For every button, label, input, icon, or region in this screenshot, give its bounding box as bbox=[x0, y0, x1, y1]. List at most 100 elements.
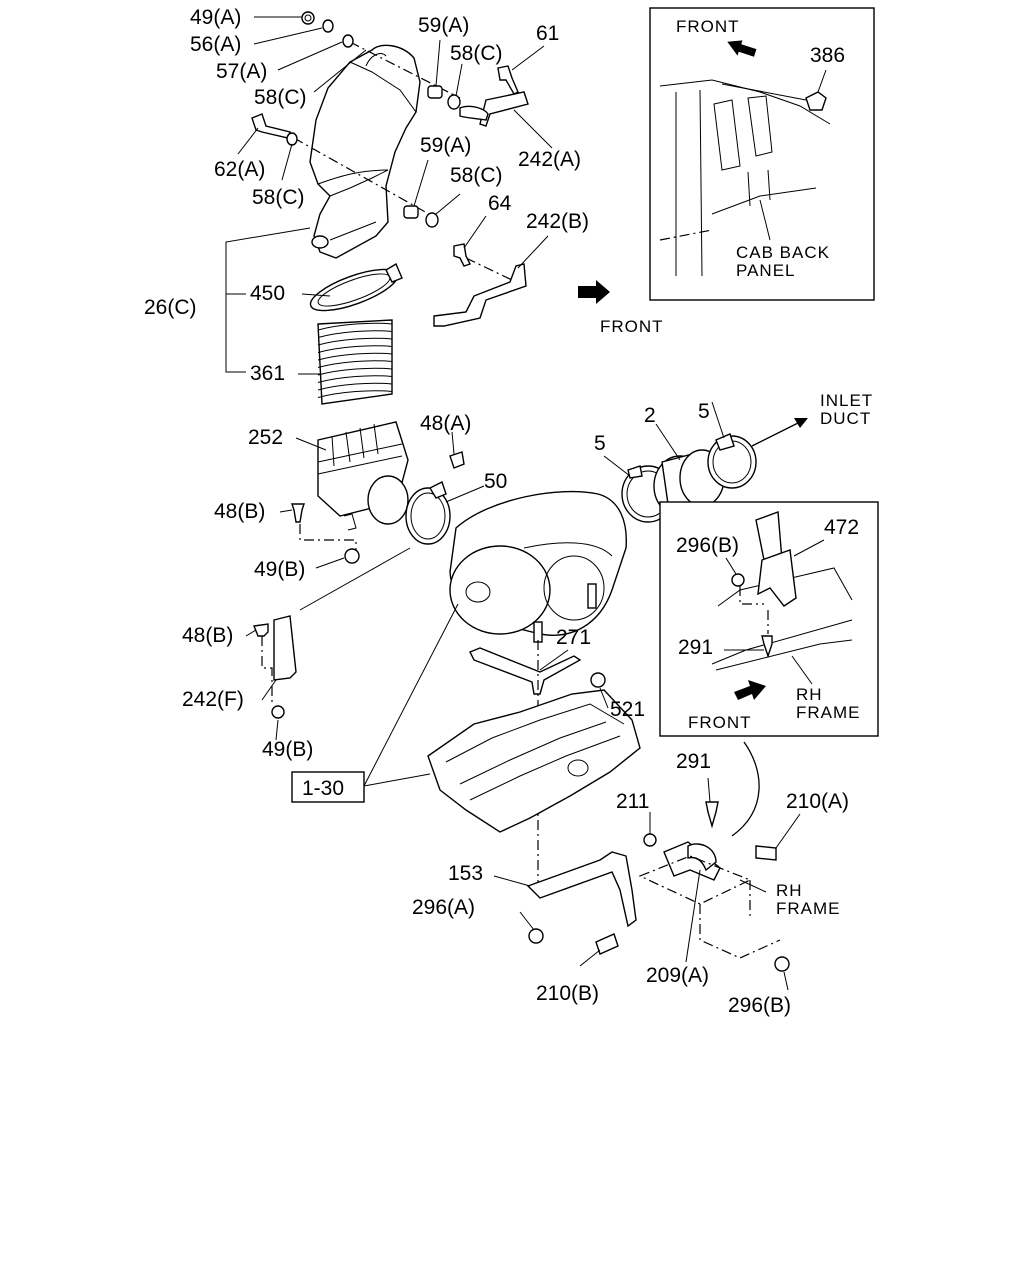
bolt-210a bbox=[755, 845, 777, 861]
annotation-notes: FRONT FRONT FRONT CAB BACK PANEL INLET D… bbox=[600, 17, 873, 918]
label-291-inset: 291 bbox=[678, 636, 713, 659]
note-inlet-2: DUCT bbox=[820, 409, 871, 428]
grommet-58c-3 bbox=[286, 132, 298, 146]
rh-frame-main bbox=[638, 855, 781, 959]
label-209a: 209(A) bbox=[646, 964, 709, 987]
label-49b-2: 49(B) bbox=[262, 738, 313, 761]
label-296b-main: 296(B) bbox=[728, 994, 791, 1017]
label-58c-1: 58(C) bbox=[254, 86, 307, 109]
washer-57a bbox=[342, 34, 354, 48]
bolt-386 bbox=[805, 91, 827, 111]
bellows-rib bbox=[317, 390, 393, 398]
label-472: 472 bbox=[824, 516, 859, 539]
bellows-rib bbox=[317, 337, 393, 346]
inlet-duct-arrow bbox=[751, 418, 808, 447]
label-62a: 62(A) bbox=[214, 158, 265, 181]
note-front-inset: FRONT bbox=[676, 17, 740, 36]
label-296b-inset: 296(B) bbox=[676, 534, 739, 557]
nut-49b-1 bbox=[344, 548, 360, 564]
label-386: 386 bbox=[810, 44, 845, 67]
bracket-153 bbox=[526, 851, 637, 928]
label-5-left: 5 bbox=[594, 432, 606, 455]
note-front-inset2: FRONT bbox=[688, 713, 752, 732]
label-57a: 57(A) bbox=[216, 60, 267, 83]
label-242a: 242(A) bbox=[518, 148, 581, 171]
note-rh-frame-inset-1: RH bbox=[796, 685, 823, 704]
bracket-209a bbox=[663, 841, 721, 881]
label-50: 50 bbox=[484, 470, 507, 493]
base-tray bbox=[427, 689, 641, 833]
nut-49b-2 bbox=[271, 705, 285, 719]
label-211: 211 bbox=[616, 790, 649, 813]
bellows-rib bbox=[317, 382, 393, 391]
label-58c-2: 58(C) bbox=[450, 42, 503, 65]
bellows-rib bbox=[317, 375, 393, 383]
nut-296a bbox=[528, 928, 544, 944]
nut-49a bbox=[301, 11, 315, 25]
note-cab-back-1: CAB BACK bbox=[736, 243, 830, 262]
bracket-242a bbox=[459, 91, 529, 127]
label-64: 64 bbox=[488, 192, 512, 215]
bolt-210b bbox=[595, 933, 619, 955]
bracket-242b bbox=[433, 257, 527, 327]
label-49b-1: 49(B) bbox=[254, 558, 305, 581]
label-48a: 48(A) bbox=[420, 412, 471, 435]
label-2: 2 bbox=[644, 404, 656, 427]
bolt-48a bbox=[449, 451, 465, 469]
mount-bracket-271 bbox=[469, 647, 582, 695]
label-26c: 26(C) bbox=[144, 296, 197, 319]
label-521: 521 bbox=[610, 698, 645, 721]
bellows-rib bbox=[317, 360, 393, 368]
label-58c-4: 58(C) bbox=[450, 164, 503, 187]
label-153: 153 bbox=[448, 862, 483, 885]
nut-211 bbox=[643, 833, 657, 847]
note-cab-back-2: PANEL bbox=[736, 261, 796, 280]
bellows-rib bbox=[317, 345, 393, 353]
grommet-58c-2 bbox=[447, 94, 461, 110]
inset-rh-frame bbox=[659, 501, 879, 737]
bellows-rib bbox=[317, 352, 393, 361]
air-cleaner-body bbox=[449, 490, 627, 643]
collar-59a-2 bbox=[403, 205, 419, 219]
label-242b: 242(B) bbox=[526, 210, 589, 233]
bolt-291-main bbox=[705, 801, 719, 829]
label-box-1-30 bbox=[291, 771, 365, 803]
washer-56a bbox=[322, 19, 334, 33]
leader-lines bbox=[225, 16, 801, 991]
label-252: 252 bbox=[248, 426, 283, 449]
bellows-rib bbox=[317, 322, 393, 331]
label-5-right: 5 bbox=[698, 400, 710, 423]
label-49a: 49(A) bbox=[190, 6, 241, 29]
note-rh-frame-inset-2: FRAME bbox=[796, 703, 861, 722]
bellows-hose-361 bbox=[317, 319, 393, 405]
note-rh-frame-main-1: RH bbox=[776, 881, 803, 900]
label-210a: 210(A) bbox=[786, 790, 849, 813]
label-291-main: 291 bbox=[676, 750, 711, 773]
nut-521 bbox=[590, 672, 606, 688]
bolt-61 bbox=[497, 65, 519, 95]
label-450: 450 bbox=[250, 282, 285, 305]
label-242f: 242(F) bbox=[182, 688, 244, 711]
note-front-main: FRONT bbox=[600, 317, 664, 336]
bellows-rib bbox=[317, 330, 393, 338]
bracket-242f bbox=[273, 615, 297, 681]
bolt-48b-1 bbox=[291, 503, 305, 523]
note-rh-frame-main-2: FRAME bbox=[776, 899, 841, 918]
elbow-duct-252 bbox=[317, 421, 409, 525]
label-61: 61 bbox=[536, 22, 559, 45]
collar-59a-1 bbox=[427, 85, 443, 99]
note-inlet-1: INLET bbox=[820, 391, 873, 410]
washer-296b-main bbox=[774, 956, 790, 972]
bellows-rib bbox=[317, 367, 393, 376]
bolt-62a bbox=[251, 113, 291, 139]
label-361: 361 bbox=[250, 362, 285, 385]
label-210b: 210(B) bbox=[536, 982, 599, 1005]
clamp-5-right bbox=[707, 433, 757, 489]
label-56a: 56(A) bbox=[190, 33, 241, 56]
intake-cover-26c bbox=[309, 44, 421, 259]
label-296a: 296(A) bbox=[412, 896, 475, 919]
label-1-30: 1-30 bbox=[302, 777, 344, 800]
inset-cab-back-panel bbox=[649, 7, 875, 301]
